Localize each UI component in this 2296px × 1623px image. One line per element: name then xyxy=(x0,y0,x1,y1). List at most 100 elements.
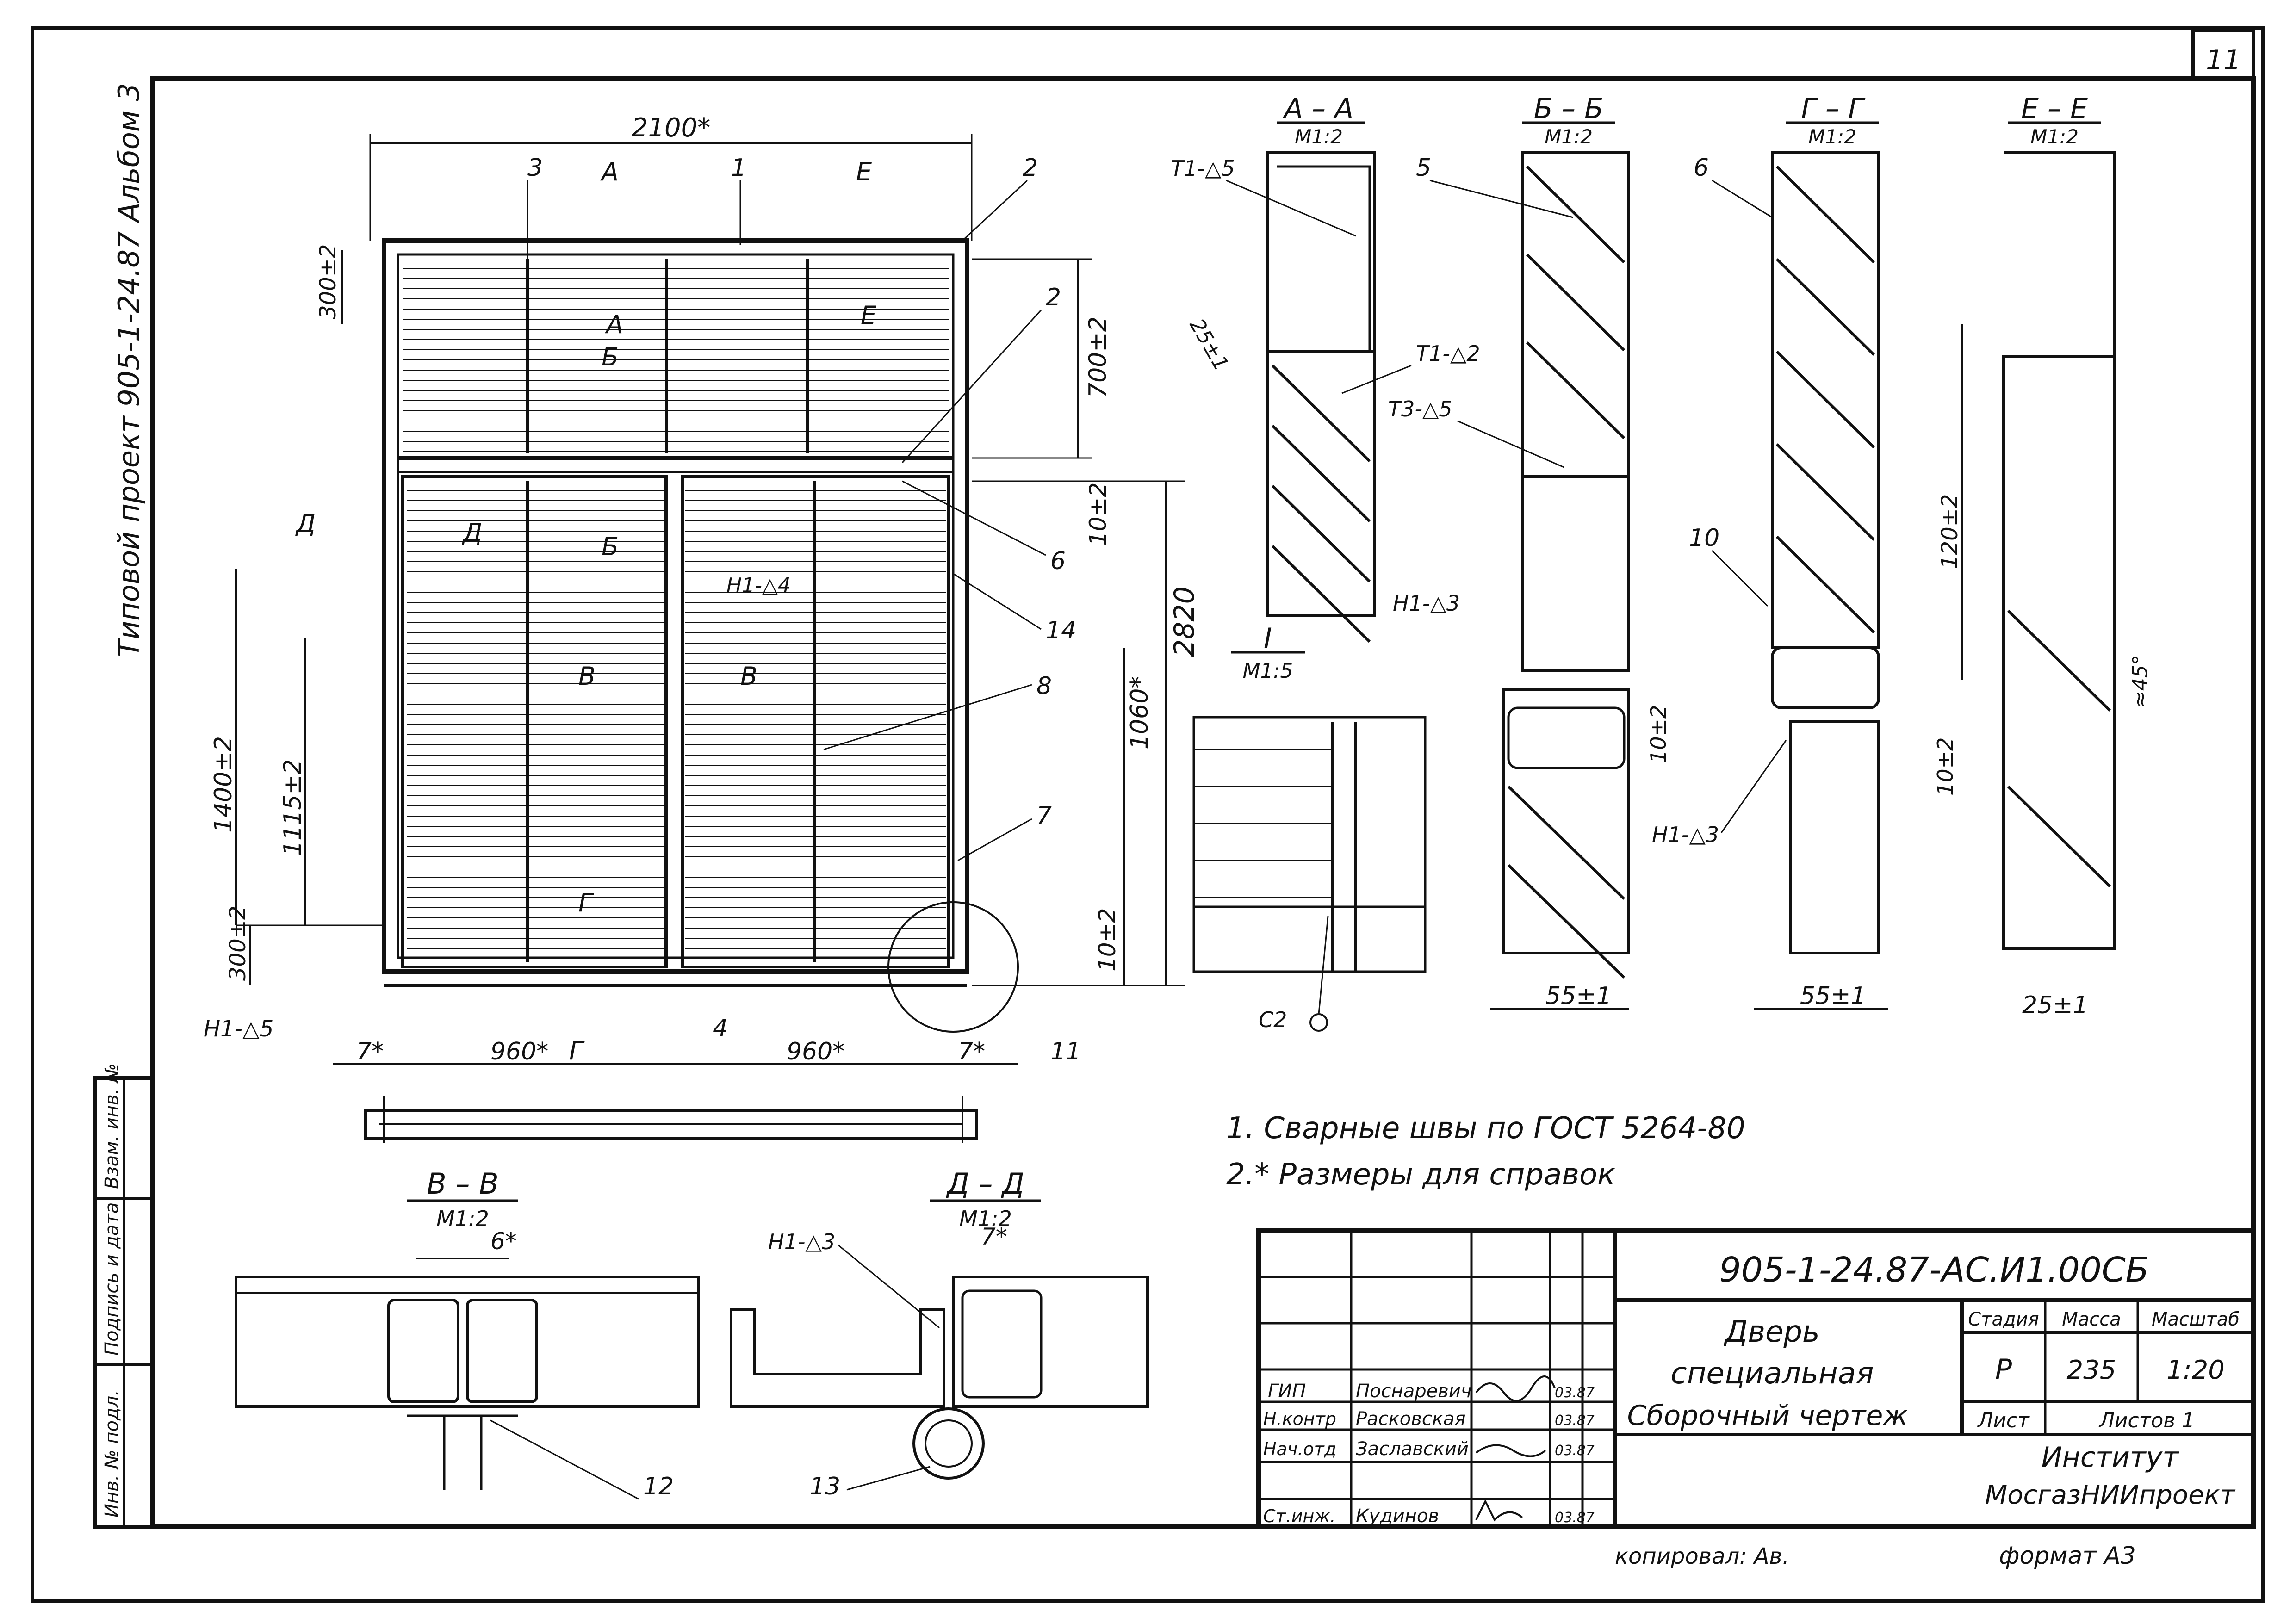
section-dd-callout: 13 xyxy=(810,1473,840,1500)
section-hatch xyxy=(1271,424,1371,523)
person-date-1: 03.87 xyxy=(1555,1385,1595,1401)
elevation-dimensions xyxy=(235,134,1185,1065)
section-bb-dim-2: 55±1 xyxy=(1545,982,1612,1010)
weld-aa-2: Т1-△2 xyxy=(1416,341,1480,366)
section-mark-a-top: А xyxy=(600,157,619,186)
person-name-1: Поснаревич xyxy=(1356,1381,1471,1402)
sheet-number-box xyxy=(2191,28,2255,81)
callout-6: 4 xyxy=(713,1015,728,1042)
section-mark-b2: Б xyxy=(602,532,619,561)
person-name-3: Заславский xyxy=(1356,1438,1469,1460)
callout-3: 2 xyxy=(1023,154,1038,182)
section-vv-callout: 12 xyxy=(643,1473,674,1500)
dim-right-2: 10±2 xyxy=(1085,483,1111,546)
section-mark-v2: В xyxy=(740,662,757,691)
callout-1: 1 xyxy=(731,154,746,182)
person-role-1: ГИП xyxy=(1268,1381,1306,1402)
drawing-name-2: специальная xyxy=(1671,1357,1874,1391)
drawing-code: 905-1-24.87-АС.И1.00СБ xyxy=(1719,1250,2149,1290)
sheet-label: Лист xyxy=(1977,1409,2030,1432)
header-stage: Стадия xyxy=(1968,1309,2039,1330)
side-stamp-2: Подпись и дата xyxy=(101,1202,123,1356)
signature-3 xyxy=(1475,1499,1523,1522)
door-elevation xyxy=(382,238,1019,1033)
section-mark-g2: Г xyxy=(569,1036,585,1065)
section-vv-scale: М1:2 xyxy=(436,1206,489,1231)
person-role-4: Ст.инж. xyxy=(1263,1506,1336,1526)
person-date-3: 03.87 xyxy=(1555,1443,1595,1459)
section-mark-a: А xyxy=(605,310,623,339)
section-aa-scale: М1:2 xyxy=(1295,125,1343,148)
inner-frame xyxy=(150,76,2256,1529)
section-hatch xyxy=(1507,785,1626,900)
section-gg-callout-6: 6 xyxy=(1694,154,1709,182)
section-hatch xyxy=(2007,609,2111,712)
section-gg: Г – Г М1:2 6 10 Н1-△3 10±2 55±1 xyxy=(1652,93,1958,1010)
person-role-3: Нач.отд xyxy=(1263,1439,1336,1459)
weld-aa-3: Н1-△3 xyxy=(1393,591,1460,616)
section-hatch xyxy=(2007,785,2111,888)
section-mark-g: Г xyxy=(578,888,594,917)
section-vv-title: В – В xyxy=(427,1167,498,1201)
dim-bottom-4: 7* xyxy=(958,1038,985,1065)
side-stamp-1: Инв. № подл. xyxy=(101,1390,123,1518)
weld-aa-1: Т1-△5 xyxy=(1171,156,1235,181)
section-ee-dim-1: 120±2 xyxy=(1937,494,1963,569)
section-gg-dim-2: 55±1 xyxy=(1800,982,1866,1010)
header-mass: Масса xyxy=(2062,1309,2121,1330)
section-hatch xyxy=(1775,165,1875,264)
dim-left-3: 1115±2 xyxy=(279,759,307,856)
note-1: 1. Сварные швы по ГОСТ 5264-80 xyxy=(1226,1111,1745,1146)
section-mark-d2: Д xyxy=(462,518,482,547)
section-bb: Б – Б М1:2 5 Т3-△5 10±2 55±1 xyxy=(1388,93,1671,1010)
section-hatch xyxy=(1271,364,1371,463)
section-ee-scale: М1:2 xyxy=(2030,125,2079,148)
person-date-2: 03.87 xyxy=(1555,1412,1595,1429)
section-hatch xyxy=(1526,341,1626,440)
section-ee-dim-2: ≈45° xyxy=(2128,655,2152,708)
callout-9: 8 xyxy=(1036,672,1052,700)
dim-bottom-2: 960* xyxy=(490,1038,548,1065)
detail-i: I М1:5 С2 xyxy=(1192,622,1427,1032)
section-bb-scale: М1:2 xyxy=(1545,125,1593,148)
section-mark-e-top: Е xyxy=(856,157,872,186)
person-name-4: Кудинов xyxy=(1356,1505,1439,1527)
stage-value: Р xyxy=(1995,1353,2012,1386)
dim-left-2: 1400±2 xyxy=(210,736,237,833)
callout-2: 2 xyxy=(1046,284,1061,311)
title-block xyxy=(1256,1228,2256,1529)
section-dd-title: Д – Д xyxy=(945,1167,1024,1201)
callout-4: 3 xyxy=(527,154,543,182)
section-hatch xyxy=(1775,535,1875,634)
dim-right-5: 10±2 xyxy=(1094,908,1121,972)
org-1: Институт xyxy=(2042,1441,2180,1474)
overall-width-dim: 2100* xyxy=(632,113,711,143)
section-vv: В – В М1:2 6* 12 xyxy=(235,1167,700,1500)
section-bb-callout: 5 xyxy=(1416,154,1431,182)
scale-value: 1:20 xyxy=(2166,1355,2225,1385)
section-mark-v: В xyxy=(578,662,596,691)
section-hatch xyxy=(1775,258,1875,356)
section-hatch xyxy=(1271,484,1371,583)
section-gg-dim-1: 10±2 xyxy=(1933,737,1958,796)
mass-value: 235 xyxy=(2067,1355,2116,1385)
detail-i-title: I xyxy=(1264,622,1272,655)
detail-i-weld: С2 xyxy=(1259,1007,1287,1032)
section-gg-scale: М1:2 xyxy=(1808,125,1856,148)
signature-1 xyxy=(1475,1375,1556,1402)
dim-bottom-1: 7* xyxy=(356,1038,384,1065)
section-gg-title: Г – Г xyxy=(1801,93,1866,125)
section-mark-b: Б xyxy=(602,342,619,372)
person-name-2: Расковская xyxy=(1356,1408,1466,1430)
copied-by: копировал: Ав. xyxy=(1615,1543,1789,1569)
section-ee: Е – Е М1:2 120±2 ≈45° 25±1 xyxy=(1937,93,2152,1019)
drawing-name-3: Сборочный чертеж xyxy=(1627,1400,1908,1432)
section-ee-title: Е – Е xyxy=(2021,93,2088,125)
weld-gg-1: Н1-△3 xyxy=(1652,822,1719,847)
dim-right-4: 1060* xyxy=(1126,676,1154,750)
dim-right-3: 2820 xyxy=(1168,586,1201,657)
section-mark-e: Е xyxy=(861,301,877,330)
side-stamp-3: Взам. инв. № xyxy=(101,1063,123,1189)
callout-11: 11 xyxy=(1050,1038,1081,1065)
